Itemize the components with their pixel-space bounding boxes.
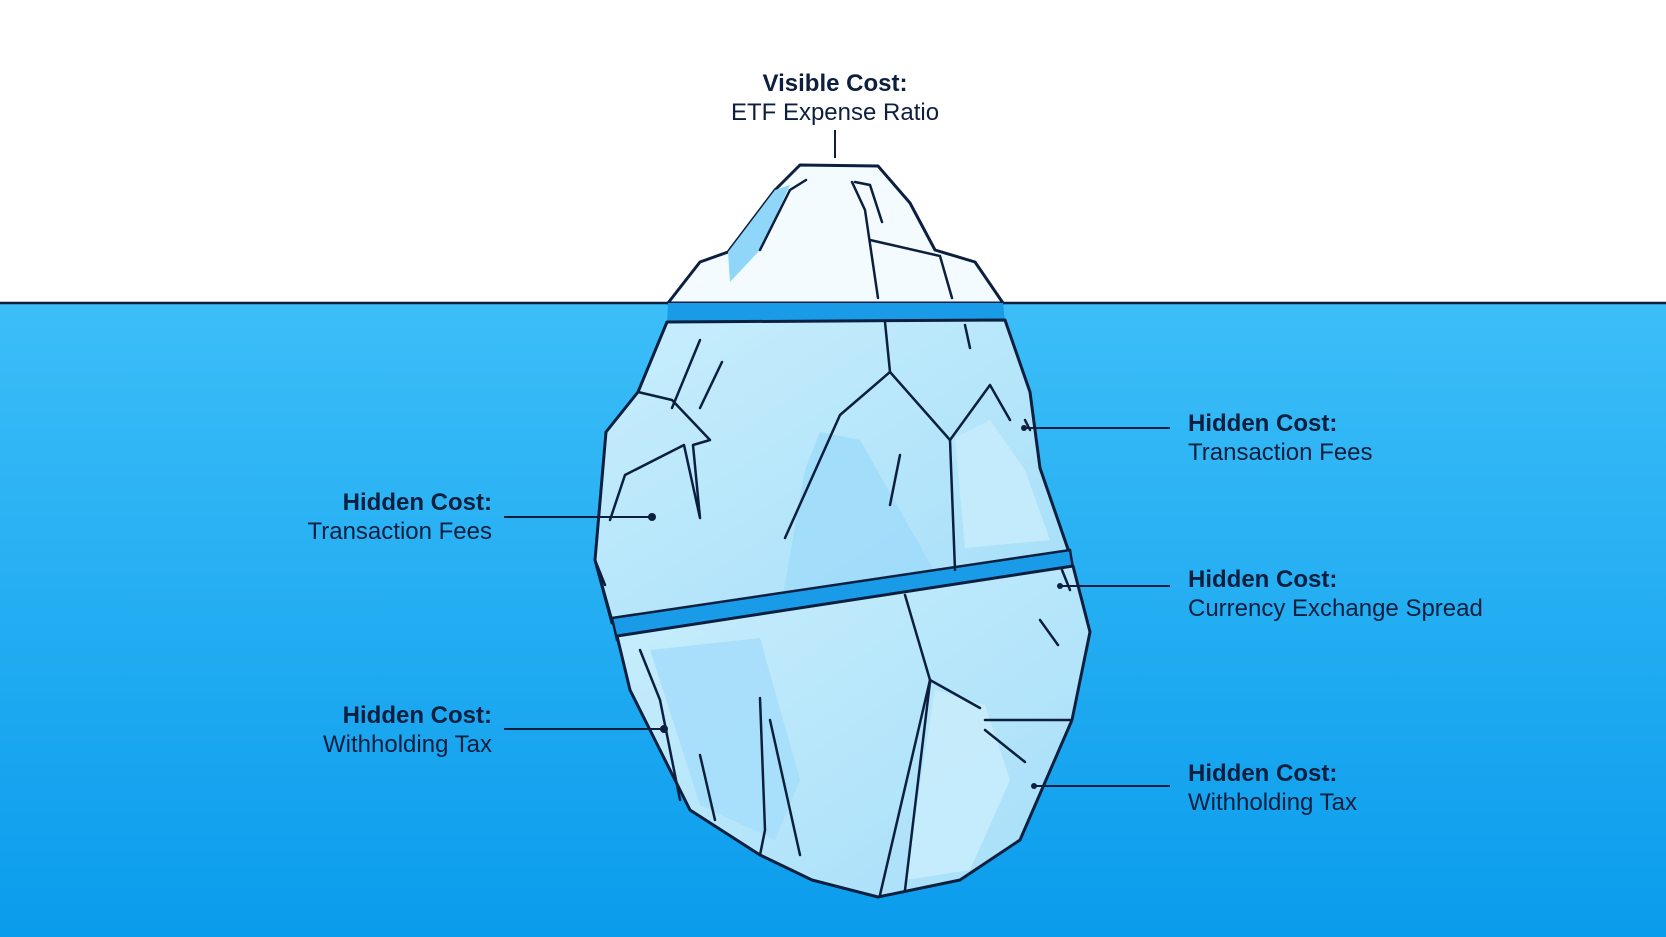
label-left-2-title: Hidden Cost:	[342, 702, 492, 729]
label-right-1-title: Hidden Cost:	[1188, 410, 1338, 437]
leader-dot-right-1	[1021, 425, 1027, 431]
label-right-2-sub: Currency Exchange Spread	[1188, 595, 1483, 622]
label-visible-cost: Visible Cost: ETF Expense Ratio	[700, 69, 970, 127]
leader-dot-left-2	[660, 725, 668, 733]
label-right-transaction-fees: Hidden Cost: Transaction Fees	[1188, 409, 1373, 467]
label-right-2-title: Hidden Cost:	[1188, 566, 1338, 593]
label-right-3-title: Hidden Cost:	[1188, 760, 1338, 787]
label-visible-cost-title: Visible Cost:	[762, 70, 908, 97]
iceberg-tip-shade	[728, 185, 790, 282]
label-left-1-sub: Transaction Fees	[307, 518, 492, 545]
label-visible-cost-sub: ETF Expense Ratio	[730, 99, 940, 126]
iceberg-fracture-lines	[593, 320, 1072, 897]
leader-dot-left-1	[648, 513, 656, 521]
leader-lines	[504, 130, 1170, 787]
iceberg-waterline-band	[667, 303, 1005, 324]
leader-dot-right-3	[1031, 783, 1037, 789]
label-right-3-sub: Withholding Tax	[1188, 789, 1357, 816]
leader-dot-right-2	[1057, 583, 1063, 589]
label-left-transaction-fees: Hidden Cost: Transaction Fees	[230, 488, 492, 546]
label-left-2-sub: Withholding Tax	[323, 731, 492, 758]
label-left-withholding-tax: Hidden Cost: Withholding Tax	[230, 701, 492, 759]
label-left-1-title: Hidden Cost:	[342, 489, 492, 516]
label-right-1-sub: Transaction Fees	[1188, 439, 1373, 466]
iceberg-tip	[666, 163, 1005, 305]
label-right-withholding-tax: Hidden Cost: Withholding Tax	[1188, 759, 1357, 817]
label-right-currency-exchange: Hidden Cost: Currency Exchange Spread	[1188, 565, 1483, 623]
